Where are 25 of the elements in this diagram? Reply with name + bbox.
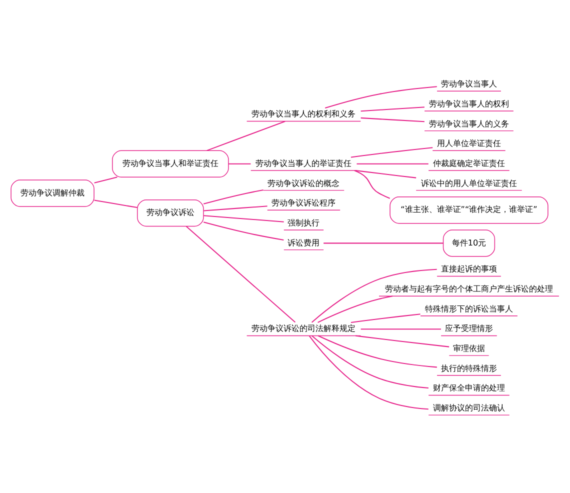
- connector: [360, 106, 424, 112]
- connector: [356, 170, 416, 178]
- connector: [356, 335, 450, 348]
- connector: [325, 86, 437, 108]
- connector: [228, 163, 251, 164]
- connector: [206, 120, 286, 152]
- connector: [204, 206, 268, 212]
- connector: [318, 296, 393, 323]
- connector: [350, 314, 420, 323]
- connector: [356, 163, 428, 164]
- connector: [203, 222, 284, 241]
- connector: [94, 200, 138, 208]
- connector: [354, 170, 390, 199]
- connector: [312, 335, 428, 389]
- connector: [311, 268, 437, 323]
- connector: [350, 147, 433, 158]
- connector: [308, 336, 428, 410]
- connector: [204, 215, 284, 222]
- connector: [186, 226, 296, 323]
- connector: [360, 117, 424, 122]
- connector: [203, 189, 264, 204]
- connector: [360, 328, 441, 330]
- connector: [318, 335, 437, 368]
- connector: [324, 242, 444, 244]
- connector: [94, 176, 118, 184]
